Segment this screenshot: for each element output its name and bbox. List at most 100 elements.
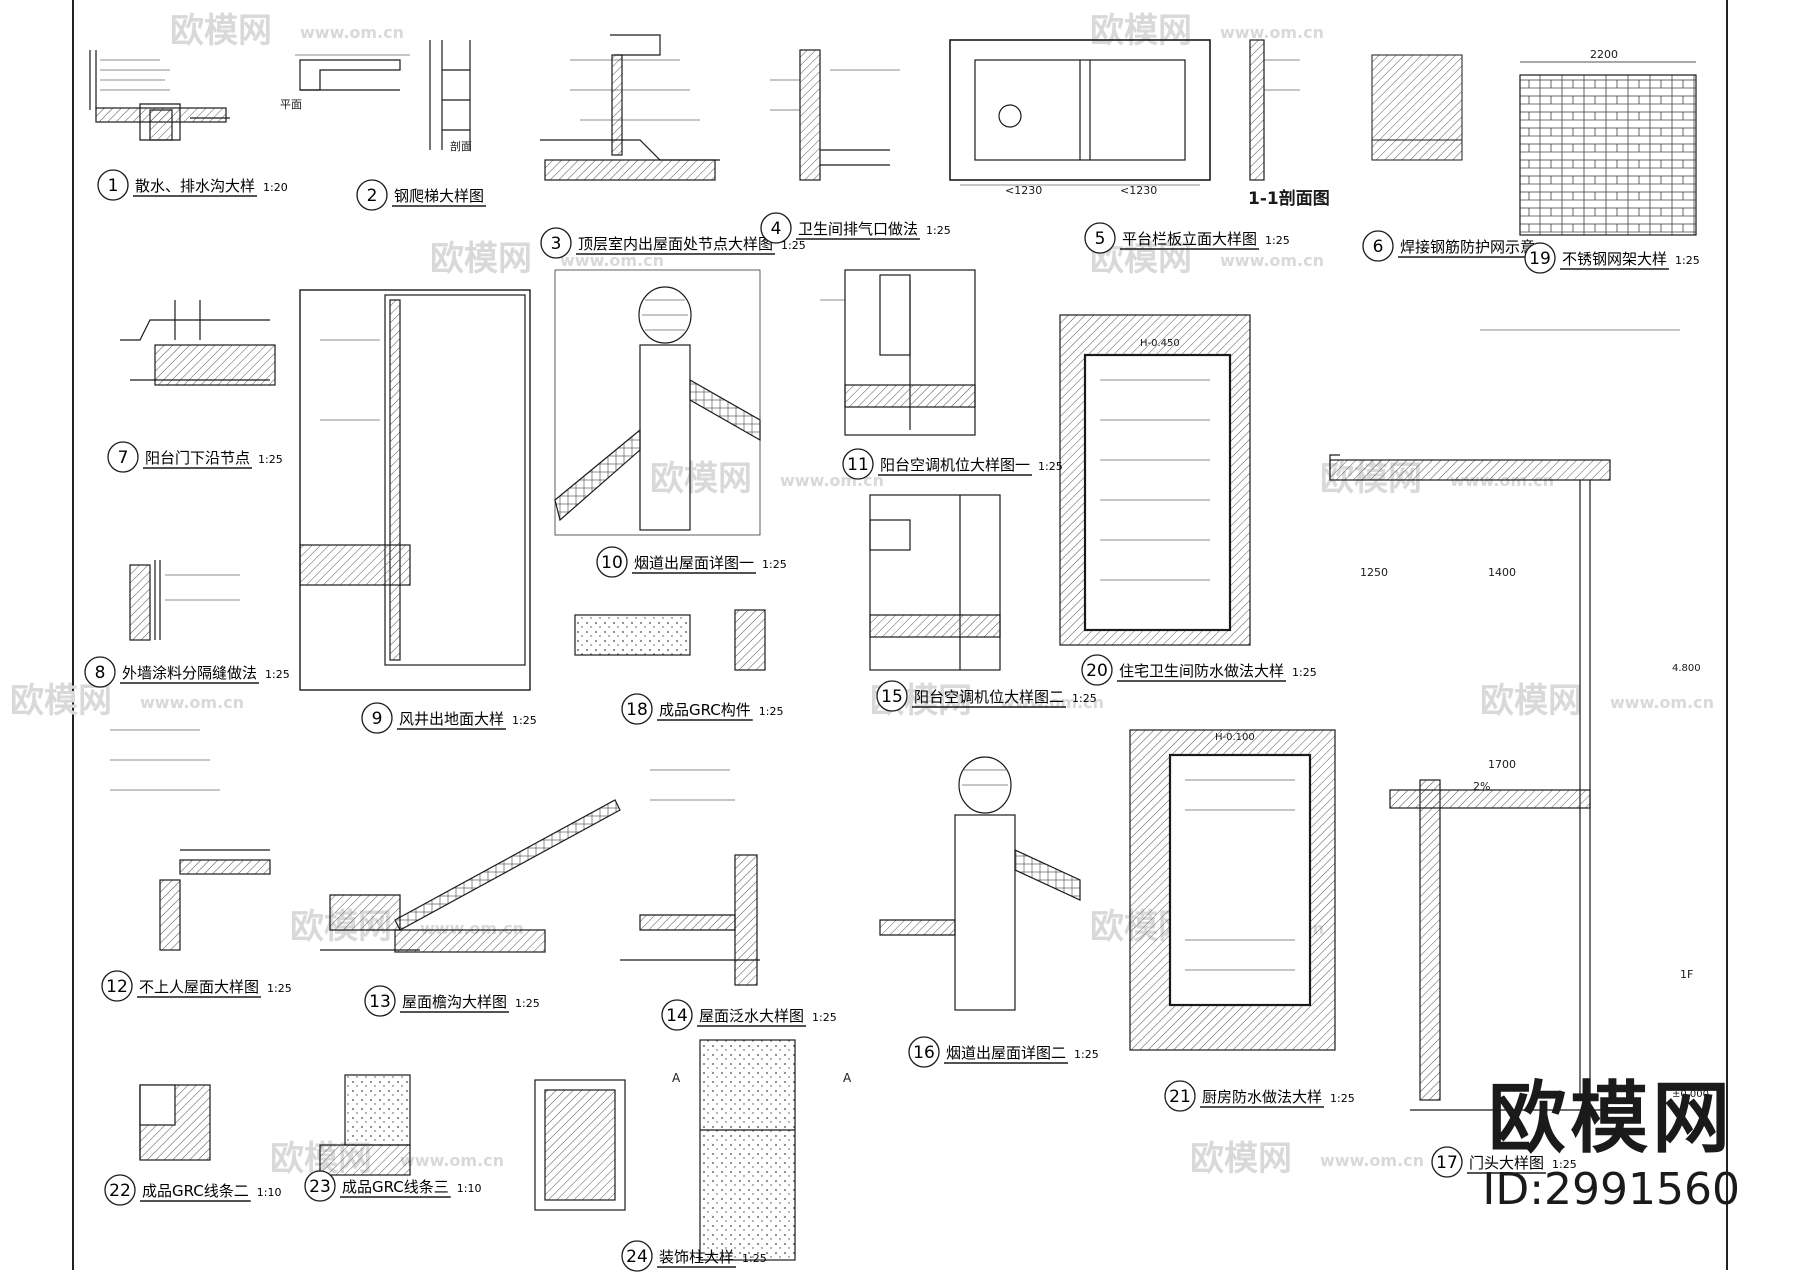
detail-label-22: 22 成品GRC线条二 1:10 bbox=[104, 1174, 282, 1206]
detail-number: 1 bbox=[108, 176, 119, 196]
detail-8-drawing bbox=[129, 560, 240, 641]
detail-number: 18 bbox=[626, 700, 648, 720]
detail-scale: 1:25 bbox=[512, 714, 537, 727]
watermark-url: www.om.cn bbox=[560, 251, 664, 270]
detail-number: 22 bbox=[109, 1181, 131, 1201]
brand-block: 欧模网 ID:2991560 bbox=[1482, 1080, 1740, 1217]
brand-id: ID:2991560 bbox=[1482, 1164, 1740, 1215]
detail-scale: 1:10 bbox=[257, 1186, 282, 1199]
detail-title: 不上人屋面大样图 bbox=[139, 978, 259, 996]
detail-scale: 1:25 bbox=[515, 997, 540, 1010]
watermark-url: www.om.cn bbox=[1610, 693, 1714, 712]
detail-number-bubble bbox=[621, 693, 653, 725]
detail-title: 顶层室内出屋面处节点大样图 bbox=[578, 235, 773, 253]
detail-scale: 1:25 bbox=[1072, 692, 1097, 705]
detail-scale: 1:25 bbox=[267, 982, 292, 995]
detail-label-3: 3 顶层室内出屋面处节点大样图 1:25 bbox=[540, 227, 806, 259]
detail-number-bubble bbox=[356, 179, 388, 211]
detail-title: 烟道出屋面详图二 bbox=[946, 1044, 1066, 1062]
detail-title: 卫生间排气口做法 bbox=[798, 220, 918, 238]
detail-number: 3 bbox=[551, 234, 562, 254]
elev-0000: ±0.000 bbox=[1672, 1089, 1709, 1100]
watermark-text: 欧模网 bbox=[1480, 681, 1582, 721]
detail-number: 14 bbox=[666, 1006, 688, 1026]
detail-number-bubble bbox=[596, 546, 628, 578]
detail-title: 成品GRC线条三 bbox=[342, 1178, 449, 1196]
detail-title: 平台栏板立面大样图 bbox=[1122, 230, 1257, 248]
detail-number-bubble bbox=[1084, 222, 1116, 254]
detail-scale: 1:25 bbox=[258, 453, 283, 466]
detail-number: 8 bbox=[95, 663, 106, 683]
detail-title: 阳台空调机位大样图二 bbox=[914, 688, 1064, 706]
watermark-text: 欧模网 bbox=[430, 239, 532, 279]
detail-number: 5 bbox=[1095, 229, 1106, 249]
detail-scale: 1:20 bbox=[263, 181, 288, 194]
detail-number: 7 bbox=[118, 448, 129, 468]
watermark-text: 欧模网 bbox=[1090, 11, 1192, 51]
detail-scale: 1:25 bbox=[812, 1011, 837, 1024]
watermark-text: 欧模网 bbox=[10, 681, 112, 721]
detail-title: 钢爬梯大样图 bbox=[394, 187, 484, 205]
detail-number-bubble bbox=[304, 1170, 336, 1202]
detail-number-bubble bbox=[621, 1240, 653, 1272]
detail-21-drawing bbox=[1129, 729, 1336, 1051]
detail-number-bubble bbox=[661, 999, 693, 1031]
detail-number-bubble bbox=[104, 1174, 136, 1206]
detail-scale: 1:25 bbox=[781, 239, 806, 252]
detail-title: 散水、排水沟大样 bbox=[135, 177, 255, 195]
watermark-url: www.om.cn bbox=[1220, 251, 1324, 270]
detail-number-bubble bbox=[97, 169, 129, 201]
detail-12-drawing bbox=[110, 729, 271, 951]
detail-title: 不锈钢网架大样 bbox=[1562, 250, 1667, 268]
elev-m0100: H-0.100 bbox=[1215, 732, 1255, 743]
dim-1250: 1250 bbox=[1360, 566, 1388, 579]
watermark-text: 欧模网 bbox=[170, 11, 272, 51]
detail-number: 11 bbox=[847, 455, 869, 475]
detail-title: 外墙涂料分隔缝做法 bbox=[122, 664, 257, 682]
detail-title: 成品GRC线条二 bbox=[142, 1182, 249, 1200]
detail-scale: 1:10 bbox=[457, 1182, 482, 1195]
section-label: 剖面 bbox=[450, 139, 472, 153]
detail-title: 阳台空调机位大样图一 bbox=[880, 456, 1030, 474]
detail-number: 20 bbox=[1086, 661, 1108, 681]
detail-18-drawing bbox=[574, 609, 766, 671]
section-1-1-label: 1-1剖面图 bbox=[1248, 188, 1330, 209]
detail-number: 16 bbox=[913, 1043, 935, 1063]
detail-scale: 1:25 bbox=[1292, 666, 1317, 679]
detail-scale: 1:25 bbox=[265, 668, 290, 681]
dim-1230b: <1230 bbox=[1120, 184, 1157, 197]
detail-title: 厨房防水做法大样 bbox=[1202, 1088, 1322, 1106]
elev-m0450: H-0.450 bbox=[1140, 338, 1180, 349]
dim-1700: 1700 bbox=[1488, 758, 1516, 771]
detail-number-bubble bbox=[908, 1036, 940, 1068]
detail-number: 24 bbox=[626, 1247, 648, 1267]
detail-number-bubble bbox=[876, 680, 908, 712]
detail-number-bubble bbox=[1524, 242, 1556, 274]
detail-number: 21 bbox=[1169, 1087, 1191, 1107]
detail-number: 15 bbox=[881, 687, 903, 707]
section-a-left: A bbox=[672, 1071, 681, 1085]
detail-13-drawing bbox=[320, 799, 621, 953]
detail-5-drawing bbox=[949, 39, 1300, 186]
dim-2200: 2200 bbox=[1590, 48, 1618, 61]
detail-11-drawing bbox=[820, 269, 976, 436]
watermark-url: www.om.cn bbox=[300, 23, 404, 42]
detail-22-drawing bbox=[139, 1084, 211, 1161]
detail-1-drawing bbox=[89, 50, 230, 141]
detail-number-bubble bbox=[1431, 1146, 1463, 1178]
detail-title: 屋面檐沟大样图 bbox=[402, 993, 507, 1011]
detail-24-drawing bbox=[534, 1039, 796, 1261]
